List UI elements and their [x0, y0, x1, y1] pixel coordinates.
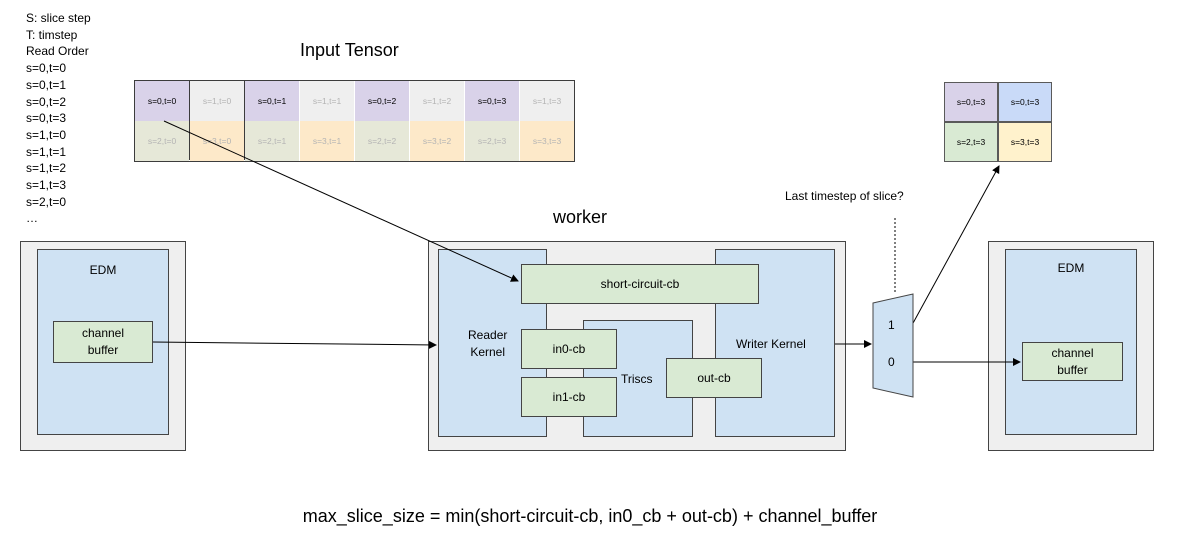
tensor-cell: s=0,t=0: [135, 81, 190, 121]
legend-line: …: [26, 211, 38, 226]
tensor-cell: s=2,t=0: [135, 121, 190, 161]
legend-line: s=1,t=3: [26, 178, 67, 192]
legend-line: s=1,t=2: [26, 161, 67, 176]
mux-input-0: 0: [888, 355, 895, 369]
tensor-cell: s=0,t=2: [355, 81, 410, 121]
tensor-cell: s=1,t=3: [520, 81, 574, 121]
tensor-cell: s=3,t=3: [520, 121, 574, 161]
legend-line: s=1,t=0: [26, 127, 67, 142]
out-cb: out-cb: [666, 358, 762, 398]
short-circuit-cb: short-circuit-cb: [521, 264, 759, 304]
reader-kernel-label: Reader Kernel: [468, 328, 508, 359]
output-cell: s=2,t=3: [944, 122, 998, 162]
legend-line: s=0,t=0: [26, 61, 67, 76]
input-tensor-grid: s=0,t=0 s=1,t=0 s=0,t=1 s=1,t=1 s=0,t=2 …: [134, 80, 575, 162]
output-cell: s=0,t=3: [944, 82, 998, 122]
legend-line: s=0,t=3: [26, 111, 67, 126]
legend-line: S: slice step: [26, 11, 91, 25]
triscs-label: Triscs: [621, 372, 653, 386]
edm-right-title: EDM: [1057, 261, 1085, 275]
tensor-cell: s=0,t=3: [465, 81, 520, 121]
worker-title: worker: [553, 207, 608, 227]
formula: max_slice_size = min(short-circuit-cb, i…: [302, 506, 878, 526]
tensor-divider: [244, 80, 245, 160]
output-cell: s=3,t=3: [998, 122, 1052, 162]
writer-kernel-label: Writer Kernel: [736, 337, 806, 351]
in1-cb: in1-cb: [521, 377, 617, 417]
legend-line: s=0,t=1: [26, 77, 67, 92]
tensor-cell: s=1,t=0: [190, 81, 245, 121]
arrow-buffer-to-reader: [152, 340, 437, 349]
channel-buffer-right: channel buffer: [1022, 342, 1123, 381]
tensor-cell: s=3,t=1: [300, 121, 355, 161]
tensor-cell: s=3,t=2: [410, 121, 465, 161]
channel-buffer-left: channel buffer: [53, 321, 153, 363]
tensor-cell: s=1,t=1: [300, 81, 355, 121]
legend-line: s=2,t=0: [26, 194, 67, 209]
edm-left-title: EDM: [89, 263, 117, 277]
tensor-cell: s=1,t=2: [410, 81, 465, 121]
mux-shape: [872, 293, 914, 398]
mux-question: Last timestep of slice?: [785, 189, 904, 203]
legend-line: Read Order: [26, 44, 89, 59]
legend-line: s=1,t=1: [26, 144, 67, 159]
input-tensor-title: Input Tensor: [300, 40, 399, 60]
legend-line: T: timstep: [26, 27, 78, 42]
tensor-cell: s=2,t=2: [355, 121, 410, 161]
arrow-mux-to-output: [911, 165, 1000, 326]
tensor-cell: s=0,t=1: [245, 81, 300, 121]
mux-input-1: 1: [888, 318, 895, 332]
output-cell: s=0,t=3: [998, 82, 1052, 122]
tensor-cell: s=2,t=1: [245, 121, 300, 161]
in0-cb: in0-cb: [521, 329, 617, 369]
arrow-tensor-to-short-circuit: [163, 120, 519, 282]
tensor-cell: s=2,t=3: [465, 121, 520, 161]
tensor-divider: [189, 80, 190, 160]
legend-line: s=0,t=2: [26, 94, 67, 109]
tensor-cell: s=3,t=0: [190, 121, 245, 161]
